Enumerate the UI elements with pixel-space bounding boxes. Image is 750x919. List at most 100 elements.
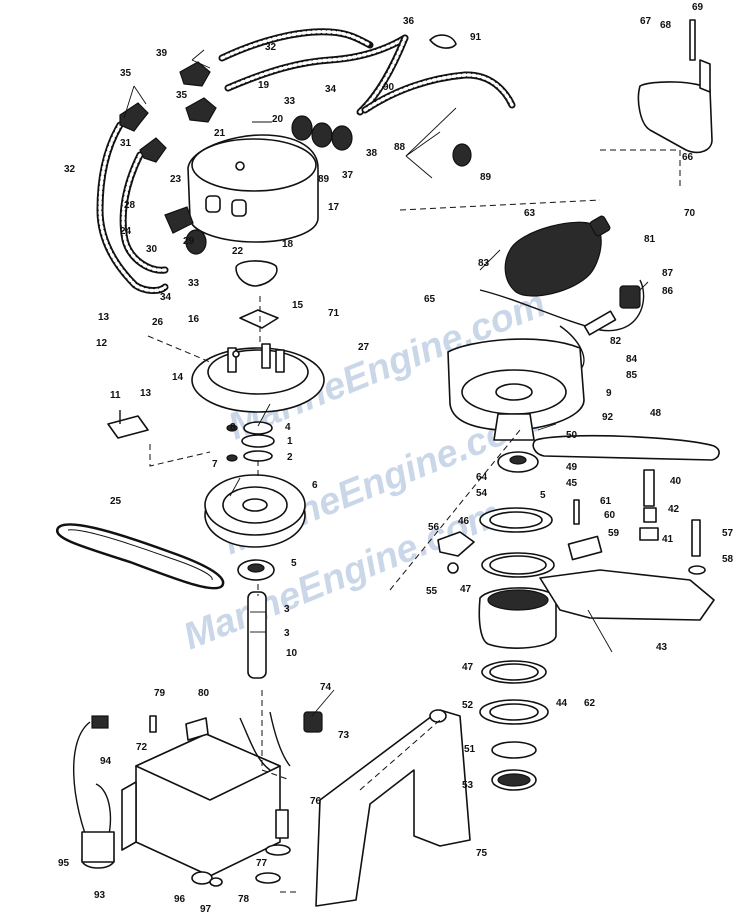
callout-15: 15: [292, 300, 304, 311]
callout-17: 17: [328, 202, 340, 213]
callout-10: 10: [286, 648, 298, 659]
callout-27: 27: [358, 342, 370, 353]
callout-87: 87: [662, 268, 674, 279]
callout-63: 63: [524, 208, 536, 219]
hose-clip: [429, 34, 457, 49]
callout-44: 44: [556, 698, 568, 709]
spark-plug-boots: [164, 115, 472, 255]
callout-13: 13: [98, 312, 110, 323]
callout-3a: 3: [284, 604, 290, 615]
callout-37: 37: [342, 170, 354, 181]
switch: [107, 410, 149, 439]
callout-70: 70: [684, 208, 696, 219]
callout-22: 22: [232, 246, 244, 257]
callout-69: 69: [692, 2, 704, 13]
callout-11: 11: [110, 390, 121, 401]
power-pack: [121, 711, 323, 877]
throttle-lever: [532, 434, 720, 461]
callout-43: 43: [656, 642, 668, 653]
callout-84: 84: [626, 354, 638, 365]
callout-97: 97: [200, 904, 212, 915]
callout-56: 56: [428, 522, 440, 533]
callout-72: 72: [136, 742, 148, 753]
callout-2: 2: [287, 452, 293, 463]
callout-89: 89: [318, 174, 330, 185]
callout-95: 95: [58, 858, 70, 869]
callout-36: 36: [403, 16, 415, 27]
callout-53: 53: [462, 780, 474, 791]
callout-5: 5: [291, 558, 297, 569]
callout-35: 35: [120, 68, 132, 79]
callout-79: 79: [154, 688, 166, 699]
bearing-right: [497, 451, 539, 473]
callout-76: 76: [310, 796, 322, 807]
callout-42: 42: [668, 504, 680, 515]
callout-80: 80: [198, 688, 210, 699]
callout-7: 7: [212, 459, 218, 470]
callout-9: 9: [606, 388, 612, 399]
callout-92: 92: [602, 412, 614, 423]
leader-lines: [123, 49, 649, 717]
callout-1: 1: [287, 436, 293, 447]
callout-64: 64: [476, 472, 488, 483]
callout-31: 31: [120, 138, 132, 149]
callout-8: 8: [230, 422, 236, 433]
callout-33b: 33: [188, 278, 200, 289]
callout-13b: 13: [140, 388, 152, 399]
callout-26: 26: [152, 317, 164, 328]
callout-32: 32: [265, 42, 277, 53]
bearing: [237, 559, 275, 581]
callout-20: 20: [272, 114, 284, 125]
callout-59: 59: [608, 528, 620, 539]
small-coil: [72, 715, 115, 869]
callout-23: 23: [170, 174, 182, 185]
callout-6: 6: [312, 480, 318, 491]
callout-16: 16: [188, 314, 200, 325]
callout-96: 96: [174, 894, 186, 905]
callout-34: 34: [325, 84, 337, 95]
seal-rings: [479, 507, 555, 791]
callout-50: 50: [566, 430, 578, 441]
fuel-hoses: [96, 28, 516, 294]
callout-78: 78: [238, 894, 250, 905]
callout-52: 52: [462, 700, 474, 711]
swivel-clamp: [478, 569, 715, 649]
callout-12: 12: [96, 338, 108, 349]
callout-34b: 34: [160, 292, 172, 303]
wire-harness: [479, 279, 645, 371]
callout-40: 40: [670, 476, 682, 487]
callout-39: 39: [156, 48, 168, 59]
callout-48: 48: [650, 408, 662, 419]
callout-45: 45: [566, 478, 578, 489]
stator-plate: [191, 343, 325, 413]
callout-74: 74: [320, 682, 332, 693]
callout-51: 51: [464, 744, 476, 755]
hose-elbows: [119, 61, 217, 163]
callout-19: 19: [258, 80, 270, 91]
mounting-bracket: [637, 19, 713, 154]
callout-81: 81: [644, 234, 656, 245]
callout-14: 14: [172, 372, 184, 383]
support-bracket: [315, 709, 471, 907]
callout-33: 33: [284, 96, 296, 107]
callout-54: 54: [476, 488, 488, 499]
callout-3b: 3: [284, 628, 290, 639]
distributor-housing: [447, 338, 585, 441]
callout-5b: 5: [540, 490, 546, 501]
bolt-washers: [191, 809, 291, 887]
callout-89b: 89: [480, 172, 492, 183]
callout-68: 68: [660, 20, 672, 31]
callout-65: 65: [424, 294, 436, 305]
callout-35b: 35: [176, 90, 188, 101]
ignition-coil: [504, 215, 611, 297]
callout-75: 75: [476, 848, 488, 859]
callout-57: 57: [722, 528, 734, 539]
callout-66: 66: [682, 152, 694, 163]
alignment-lines: [147, 149, 681, 893]
callout-83: 83: [478, 258, 490, 269]
callout-21: 21: [214, 128, 226, 139]
callout-61: 61: [600, 496, 612, 507]
callout-77: 77: [256, 858, 268, 869]
callout-29: 29: [183, 236, 195, 247]
